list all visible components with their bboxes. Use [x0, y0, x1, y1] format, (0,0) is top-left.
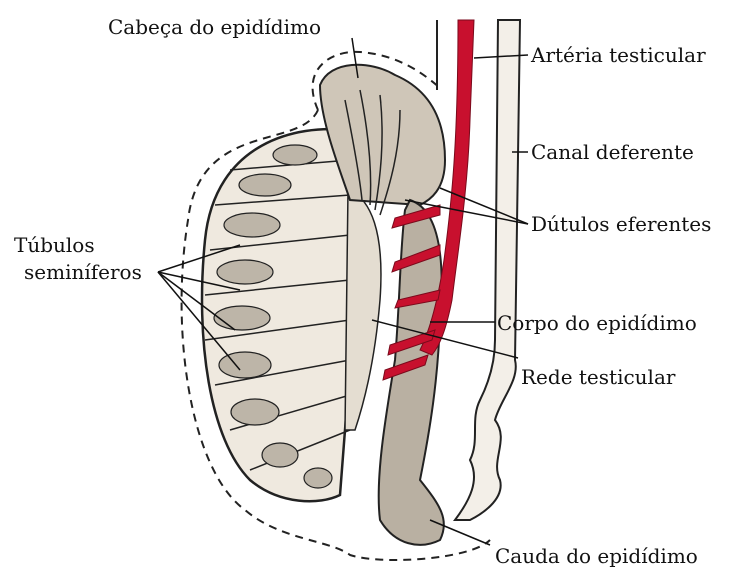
label-arteria-testicular: Artéria testicular	[531, 44, 706, 66]
label-dutulos-eferentes: Dútulos eferentes	[531, 213, 711, 235]
label-canal-deferente: Canal deferente	[531, 141, 694, 163]
label-rede-testicular: Rede testicular	[521, 366, 675, 388]
label-cabeca-do-epididimo: Cabeça do epidídimo	[108, 16, 321, 38]
label-cauda-do-epididimo: Cauda do epidídimo	[495, 545, 698, 567]
label-tubulos-line2: seminíferos	[24, 261, 142, 283]
label-corpo-do-epididimo: Corpo do epidídimo	[497, 312, 697, 334]
label-tubulos-line1: Túbulos	[14, 234, 95, 256]
rete-testis	[345, 190, 381, 430]
